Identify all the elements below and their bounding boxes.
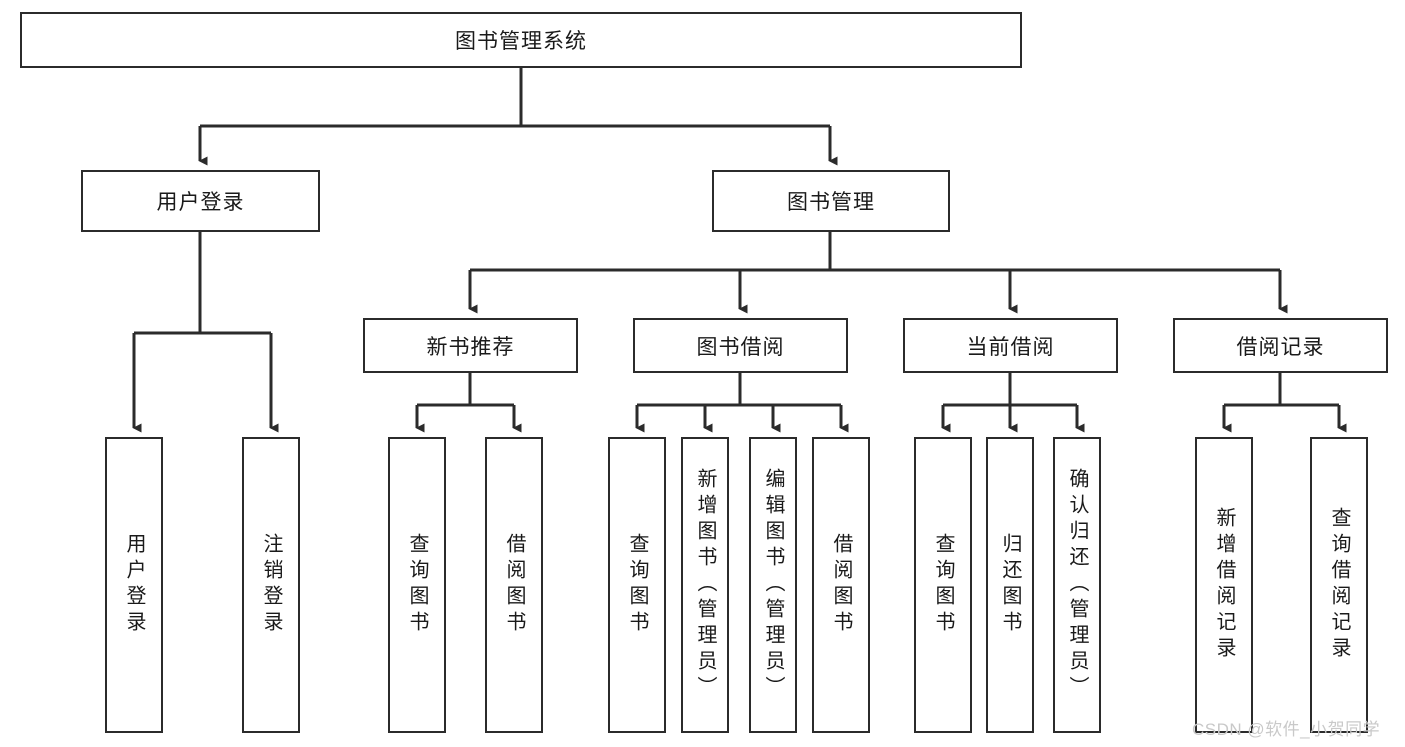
leaf-borrow-book[interactable]: 借阅图书 xyxy=(812,437,870,733)
node-current-borrow[interactable]: 当前借阅 xyxy=(903,318,1118,373)
node-label: 当前借阅 xyxy=(966,335,1055,359)
node-borrow-record[interactable]: 借阅记录 xyxy=(1173,318,1388,373)
leaf-logout-login[interactable]: 注销登录 xyxy=(242,437,300,733)
node-label: 查询图书 xyxy=(406,533,428,637)
leaf-confirm-return-admin[interactable]: 确认归还（管理员） xyxy=(1053,437,1101,733)
node-label: 注销登录 xyxy=(260,533,282,637)
csdn-watermark: CSDN @软件_小贺同学 xyxy=(1192,720,1381,739)
node-label: 新书推荐 xyxy=(426,335,515,359)
leaf-query-book-recommend[interactable]: 查询图书 xyxy=(388,437,446,733)
node-label: 借阅记录 xyxy=(1236,335,1325,359)
node-book-management[interactable]: 图书管理 xyxy=(712,170,950,232)
leaf-query-book-current[interactable]: 查询图书 xyxy=(914,437,972,733)
node-label: 用户登录 xyxy=(156,191,245,214)
node-label: 新增图书（管理员） xyxy=(694,468,716,702)
node-label: 借阅图书 xyxy=(830,533,852,637)
node-label: 借阅图书 xyxy=(503,533,525,637)
leaf-borrow-book-recommend[interactable]: 借阅图书 xyxy=(485,437,543,733)
node-label: 用户登录 xyxy=(123,533,145,637)
node-user-login[interactable]: 用户登录 xyxy=(81,170,320,232)
node-label: 图书管理 xyxy=(787,191,875,214)
leaf-return-book[interactable]: 归还图书 xyxy=(986,437,1034,733)
node-new-book-recommend[interactable]: 新书推荐 xyxy=(363,318,578,373)
leaf-add-book-admin[interactable]: 新增图书（管理员） xyxy=(681,437,729,733)
node-label: 编辑图书（管理员） xyxy=(762,468,784,702)
node-label: 查询图书 xyxy=(626,533,648,637)
node-book-borrow[interactable]: 图书借阅 xyxy=(633,318,848,373)
leaf-query-borrow-record[interactable]: 查询借阅记录 xyxy=(1310,437,1368,733)
node-label: 新增借阅记录 xyxy=(1213,507,1235,663)
leaf-query-book-borrow[interactable]: 查询图书 xyxy=(608,437,666,733)
node-label: 归还图书 xyxy=(999,533,1021,637)
node-label: 图书借阅 xyxy=(696,335,785,359)
leaf-user-login[interactable]: 用户登录 xyxy=(105,437,163,733)
node-label: 查询借阅记录 xyxy=(1328,507,1350,663)
node-label: 确认归还（管理员） xyxy=(1066,468,1088,702)
node-root-book-management-system[interactable]: 图书管理系统 xyxy=(20,12,1022,68)
node-label: 查询图书 xyxy=(932,533,954,637)
leaf-add-borrow-record[interactable]: 新增借阅记录 xyxy=(1195,437,1253,733)
leaf-edit-book-admin[interactable]: 编辑图书（管理员） xyxy=(749,437,797,733)
node-label: 图书管理系统 xyxy=(455,30,587,53)
